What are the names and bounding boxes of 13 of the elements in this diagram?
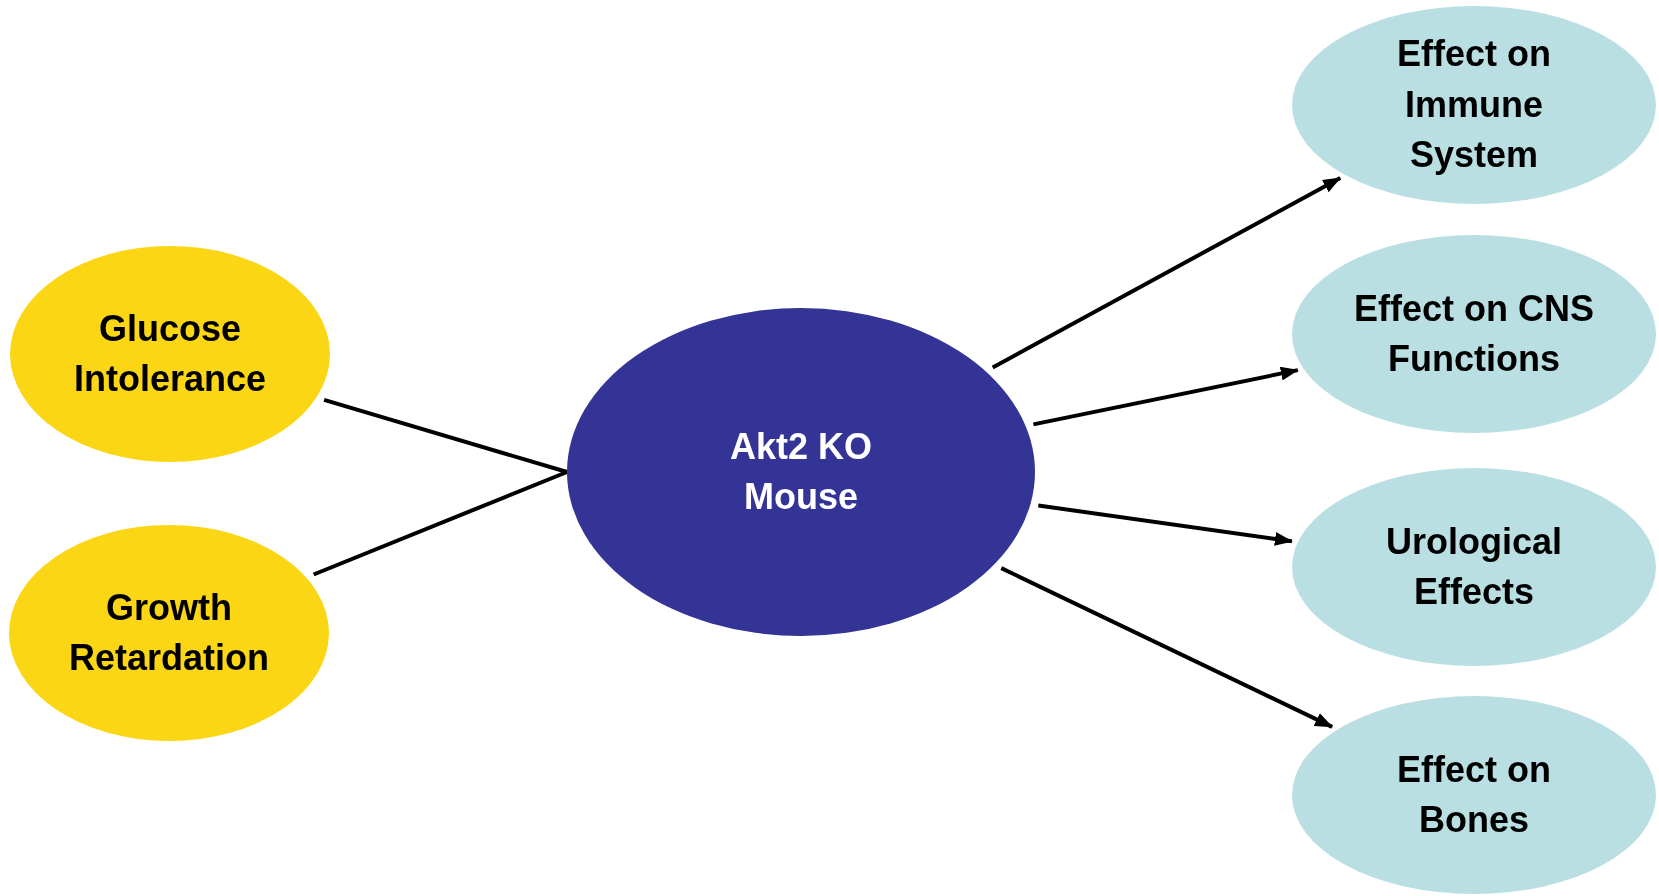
connector-line	[323, 397, 568, 474]
node-label: Urological Effects	[1385, 519, 1563, 614]
arrow	[1038, 503, 1293, 546]
node-label: Akt2 KO Mouse	[729, 424, 873, 519]
arrow	[991, 176, 1342, 370]
node-label: Effect on Bones	[1396, 747, 1552, 842]
node-label: Glucose Intolerance	[72, 306, 268, 401]
connector-line	[312, 470, 568, 577]
node-label: Growth Retardation	[68, 585, 270, 680]
arrow	[1000, 566, 1333, 729]
node-label: Effect on CNS Functions	[1353, 286, 1595, 381]
node-label: Effect on Immune System	[1396, 32, 1552, 178]
arrow	[1033, 366, 1299, 427]
